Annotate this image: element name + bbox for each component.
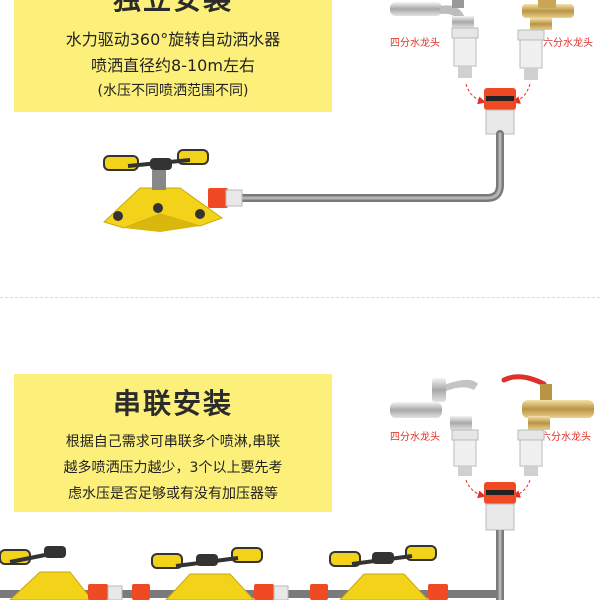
brass-faucet-icon [522,0,574,30]
connection-arrow [512,83,531,104]
description-line: 根据自己需求可串联多个喷淋,串联 [65,434,281,450]
section-title: 独立安装 [14,0,332,14]
description-line: 虑水压是否足够或有没有加压器等 [68,486,278,502]
rotary-sprinkler-icon [132,547,289,600]
connection-arrow [465,479,486,499]
garden-hose [236,130,504,202]
connection-arrow [512,479,531,498]
description-line: (水压不同喷洒范围不同) [97,83,249,99]
series-diagram [0,374,594,600]
section-divider [0,297,600,298]
standalone-diagram [103,0,574,232]
quick-connector-icon [484,88,516,135]
rotary-sprinkler-icon [310,545,448,600]
tap-adapter-icon [451,429,479,476]
section-series-install: 串联安装 根据自己需求可串联多个喷淋,串联 越多喷洒压力越少，3个以上要先考 虑… [0,300,600,600]
tap-adapter-icon [517,429,545,476]
description-line: 喷洒直径约8-10m左右 [91,56,255,75]
chrome-faucet-icon [390,0,474,28]
info-card-standalone: 独立安装 水力驱动360°旋转自动洒水器 喷洒直径约8-10m左右 (水压不同喷… [14,0,332,112]
tap-right-label: 六分水龙头 [543,38,593,49]
connection-arrow [465,83,486,105]
description-line: 水力驱动360°旋转自动洒水器 [65,30,281,49]
tap-adapter-icon [517,29,545,80]
hose-connector-icon [208,188,243,208]
section-standalone-install: 独立安装 水力驱动360°旋转自动洒水器 喷洒直径约8-10m左右 (水压不同喷… [0,0,600,296]
rotary-sprinkler-icon [0,546,123,600]
section-title: 串联安装 [112,387,233,420]
rotary-sprinkler-icon [103,149,224,232]
tap-left-label: 四分水龙头 [390,38,440,49]
quick-connector-icon [484,482,516,531]
description-line: 越多喷洒压力越少，3个以上要先考 [63,460,283,476]
tap-adapter-icon [451,27,479,78]
tap-right-label: 六分水龙头 [541,432,591,443]
tap-left-label: 四分水龙头 [390,432,440,443]
chrome-faucet-icon [390,378,478,430]
info-card-series: 串联安装 根据自己需求可串联多个喷淋,串联 越多喷洒压力越少，3个以上要先考 虑… [14,374,332,512]
brass-faucet-icon [501,374,594,430]
